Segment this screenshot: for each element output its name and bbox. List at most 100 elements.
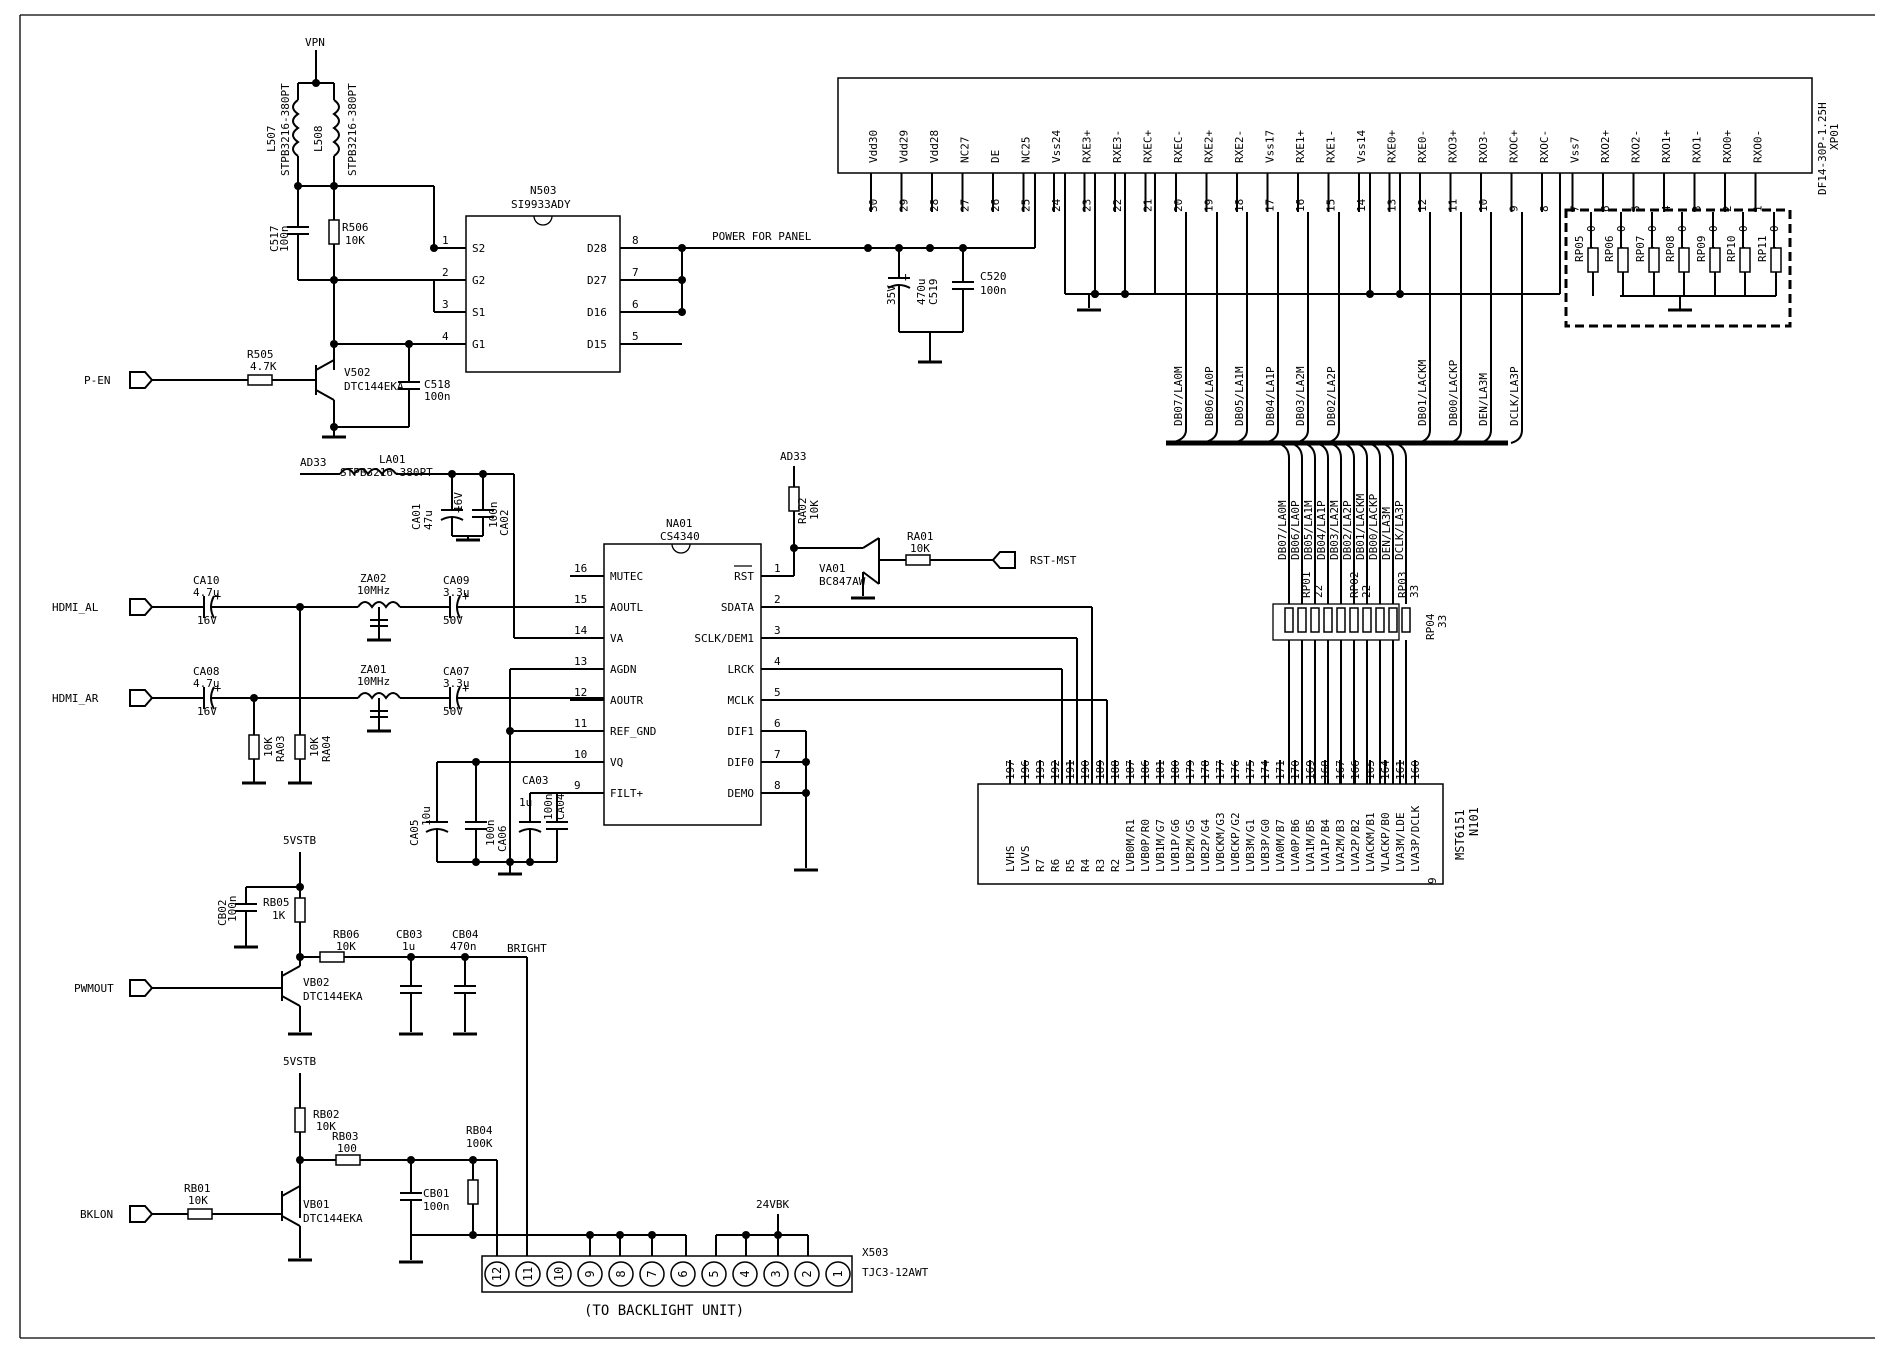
n503-pin-name: G1 [472, 338, 485, 351]
n101-pin-num: 178 [1199, 760, 1212, 780]
n101-pin-name: R4 [1079, 858, 1092, 872]
resistor-ra01 [905, 554, 931, 566]
x503-pin [546, 1261, 572, 1287]
n101-pin-name: LVB2P/G4 [1199, 819, 1212, 872]
na01-pin-num: 12 [574, 686, 587, 699]
n503-ref: N503 [530, 184, 557, 197]
rb04-ref: RB04 [466, 1124, 493, 1137]
n503-pin-num: 2 [442, 266, 449, 279]
power-label-vpn: VPN [305, 36, 325, 49]
bus-label-bottom: DB07/LA0M [1276, 500, 1289, 560]
na01-pin-num: 15 [574, 593, 587, 606]
na01-pin-name: RST [734, 570, 754, 583]
n101-pin-name: R6 [1049, 859, 1062, 872]
bus-drop [1328, 442, 1342, 604]
bead-za01 [357, 692, 401, 700]
bus-drop [1393, 442, 1407, 604]
x503-pin-num: 9 [583, 1270, 597, 1277]
xp01-pin-num: 23 [1081, 199, 1094, 212]
rp-zero-val: 0 [1585, 225, 1598, 232]
port-label-hdmi-ar: HDMI_AR [52, 692, 99, 705]
bus-label-top: DB04/LA1P [1264, 366, 1277, 426]
resistor-rb05 [294, 897, 306, 923]
xp01-pin-num: 6 [1599, 205, 1612, 212]
svg-text:+: + [462, 681, 469, 695]
rp01-ref: RP01 [1300, 572, 1313, 599]
bead-za02 [357, 601, 401, 609]
n101-pin-num: 165 [1364, 760, 1377, 780]
n101-pin-name: LVB3M/G1 [1244, 819, 1257, 872]
resistor-rp09 [1709, 247, 1721, 273]
n101-pin-num: 177 [1214, 760, 1227, 780]
ca05-ref: CA05 [408, 820, 421, 847]
rp-element [1310, 607, 1320, 633]
rp-zero-ref: RP09 [1695, 236, 1708, 263]
n503-pin-num: 6 [632, 298, 639, 311]
resistor-r505 [247, 374, 273, 386]
resistor-ra03 [248, 734, 260, 760]
xp01-pin-num: 21 [1142, 199, 1155, 212]
svg-text:+: + [214, 681, 221, 695]
rb03-ref: RB03 [332, 1130, 359, 1143]
bus-label-top: DB01/LACKM [1416, 359, 1429, 426]
n503-pin-name: S1 [472, 306, 485, 319]
x503-caption: (TO BACKLIGHT UNIT) [584, 1303, 744, 1319]
xp01-pin-name: Vss17 [1264, 130, 1277, 163]
n101-pin-num: 190 [1079, 760, 1092, 780]
bus-drop [1315, 442, 1329, 604]
resistor-rb06 [319, 951, 345, 963]
net-power-for-panel: POWER FOR PANEL [712, 230, 812, 243]
xp01-pin-num: 11 [1447, 199, 1460, 212]
n101-pin-num: 168 [1319, 760, 1332, 780]
za01-ref: ZA01 [360, 663, 387, 676]
rp-zero-ref: RP06 [1603, 236, 1616, 263]
na01-pin-name: VA [610, 632, 624, 645]
n101-pin-name: LVA2M/B3 [1334, 819, 1347, 872]
x503-part: TJC3-12AWT [862, 1266, 929, 1279]
n101-pin-num: 180 [1169, 760, 1182, 780]
n101-pin-name: LVA1P/B4 [1319, 819, 1332, 872]
n503-pin-num: 4 [442, 330, 449, 343]
na01-pin-num: 2 [774, 593, 781, 606]
ra03-ref: RA03 [274, 736, 287, 763]
na01-pin-name: SDATA [721, 601, 754, 614]
bus-label-bottom: DB01/LACKM [1354, 493, 1367, 560]
bus-label-bottom: DB02/LA2P [1341, 500, 1354, 560]
xp01-pin-num: 28 [928, 199, 941, 212]
n503-pin-name: D27 [587, 274, 607, 287]
n101-pin-name: R7 [1034, 859, 1047, 872]
c520-ref: C520 [980, 270, 1007, 283]
x503-pin [670, 1261, 696, 1287]
n101-pin-num: 192 [1049, 760, 1062, 780]
xp01-pin-name: RXOC- [1538, 130, 1551, 163]
na01-pin-name: AGDN [610, 663, 637, 676]
rp-element [1297, 607, 1307, 633]
xp01-pin-num: 29 [898, 199, 911, 212]
n101-pin-name: LVB0M/R1 [1124, 819, 1137, 872]
bus-drop [1380, 442, 1394, 604]
ca09-val: 3.3u [443, 586, 470, 599]
n101-pin-num: 171 [1274, 760, 1287, 780]
port-label-pwmout: PWMOUT [74, 982, 114, 995]
xp01-pin-name: Vss24 [1050, 130, 1063, 163]
c518-val: 100n [424, 390, 451, 403]
xp01-pin-name: RXE3+ [1081, 130, 1094, 163]
n101-pin-name: LVA0M/B7 [1274, 819, 1287, 872]
c519-ref: C519 [927, 279, 940, 306]
n101-pin-name: LVB1M/G7 [1154, 819, 1167, 872]
c517-ref: C517 [268, 226, 281, 253]
r506-ref: R506 [342, 221, 369, 234]
xp01-pin-name: Vdd29 [898, 130, 911, 163]
n101-pin-num: 174 [1259, 760, 1272, 780]
n101-pin-num: 191 [1064, 760, 1077, 780]
rb05-ref: RB05 [263, 896, 290, 909]
rb04-val: 100K [466, 1137, 493, 1150]
xp01-pin-name: RXE1- [1325, 130, 1338, 163]
xp01-pin-name: Vdd30 [867, 130, 880, 163]
rp04-val: 33 [1436, 615, 1449, 628]
la01-ref: LA01 [379, 453, 406, 466]
rb02-ref: RB02 [313, 1108, 340, 1121]
rp-zero-val: 0 [1768, 225, 1781, 232]
n101-pin-name: LVVS [1019, 846, 1032, 873]
resistor-rp07 [1648, 247, 1660, 273]
